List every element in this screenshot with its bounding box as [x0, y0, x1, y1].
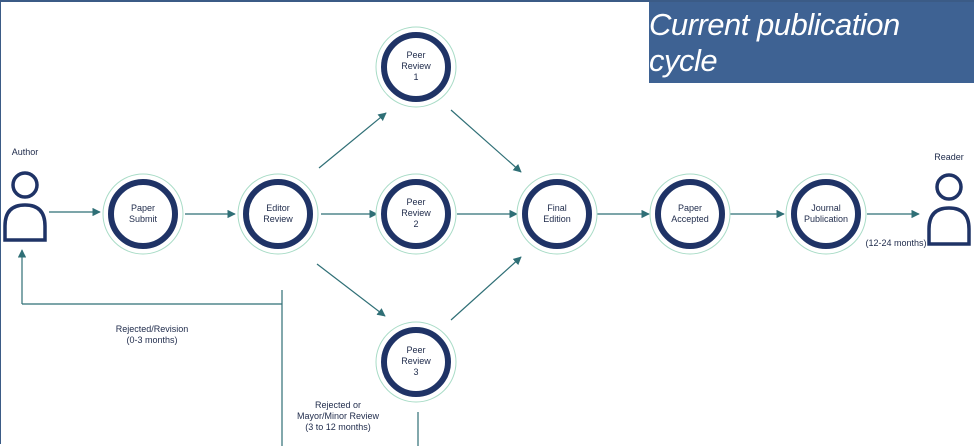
- node-label-final-edition: Final Edition: [543, 203, 571, 224]
- arrow-editor-to-peer3: [316, 263, 386, 317]
- reader-label: Reader: [934, 152, 964, 162]
- node-final-edition: [516, 173, 598, 255]
- node-label-editor-review: Editor Review: [263, 203, 293, 224]
- node-label-peer-review-1: Peer Review 1: [401, 50, 431, 82]
- diagram-title: Current publication cycle: [649, 6, 900, 78]
- node-label-paper-accepted: Paper Accepted: [671, 203, 709, 224]
- author-person-icon: [3, 171, 47, 242]
- node-paper-submit: [102, 173, 184, 255]
- reader-person-icon: [927, 173, 971, 246]
- note-rejected-revision: Rejected/Revision (0-3 months): [115, 324, 189, 345]
- title-banner: Current publication cycle: [649, 2, 974, 83]
- node-peer-review-3: [375, 321, 457, 403]
- node-peer-review-1: [375, 26, 457, 108]
- node-label-paper-submit: Paper Submit: [128, 203, 157, 224]
- note-publication-time: (12-24 months): [865, 238, 927, 248]
- node-label-peer-review-3: Peer Review 3: [401, 345, 431, 377]
- note-rejected-review: Rejected or Mayor/Minor Review (3 to 12 …: [296, 400, 380, 432]
- arrow-peer3-to-final: [450, 256, 522, 321]
- node-label-peer-review-2: Peer Review 2: [401, 197, 431, 229]
- node-paper-accepted: [649, 173, 731, 255]
- node-journal-publication: [785, 173, 867, 255]
- arrow-peer1-to-final: [450, 109, 522, 173]
- node-label-journal-publication: Journal Publication: [803, 203, 849, 224]
- arrow-editor-to-peer1: [318, 112, 387, 169]
- node-editor-review: [237, 173, 319, 255]
- author-label: Author: [11, 147, 39, 157]
- node-peer-review-2: [375, 173, 457, 255]
